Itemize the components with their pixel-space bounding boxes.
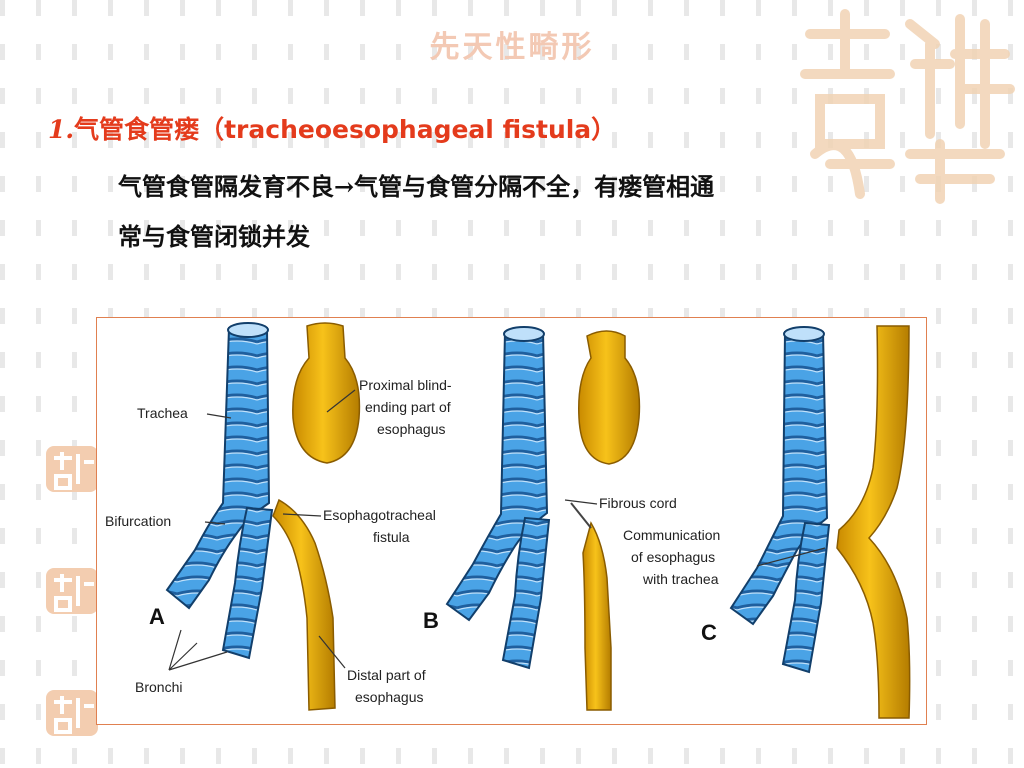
label-fibrous-cord: Fibrous cord	[599, 495, 677, 511]
label-fistula-1: Esophagotracheal	[323, 507, 436, 523]
body-line-2: 常与食管闭锁并发	[118, 222, 310, 251]
distal-esophagus	[272, 498, 336, 711]
panel-a-illustration	[165, 322, 361, 711]
label-proximal-2: ending part of	[365, 399, 451, 415]
heading-number: 1.	[48, 115, 75, 144]
panel-c-illustration	[729, 325, 911, 719]
fibrous-cord	[570, 502, 592, 529]
section-heading: 1.气管食管瘘（tracheoesophageal fistula）	[48, 110, 616, 146]
label-trachea: Trachea	[137, 405, 188, 421]
panel-label-b: B	[423, 608, 439, 633]
label-proximal-1: Proximal blind-	[359, 377, 452, 393]
panel-b-illustration	[445, 326, 641, 711]
proximal-esophagus-pouch	[292, 322, 361, 464]
slide-title: 先天性畸形	[429, 30, 595, 65]
decorative-seal-small	[46, 568, 98, 614]
label-bronchi: Bronchi	[135, 679, 182, 695]
anatomy-illustration: Trachea Bifurcation Bronchi Proximal bli…	[105, 322, 911, 719]
arrow-icon: →	[334, 172, 355, 201]
panel-label-a: A	[149, 604, 165, 629]
bronchus	[501, 516, 551, 670]
decorative-seal-small	[46, 446, 98, 492]
label-communication-2: of esophagus	[631, 549, 715, 565]
bronchus	[781, 521, 831, 674]
label-communication-1: Communication	[623, 527, 720, 543]
body-line-1: 气管食管隔发育不良→气管与食管分隔不全，有瘘管相通	[118, 172, 715, 201]
heading-text: 气管食管瘘（tracheoesophageal fistula）	[74, 115, 617, 144]
label-communication-3: with trachea	[642, 571, 719, 587]
leader-lines	[168, 389, 826, 671]
proximal-esophagus-pouch	[578, 330, 641, 465]
label-distal-1: Distal part of	[347, 667, 426, 683]
anatomy-figure: Trachea Bifurcation Bronchi Proximal bli…	[96, 317, 927, 725]
decorative-seal-small	[46, 690, 98, 736]
body-paragraph: 气管食管隔发育不良→气管与食管分隔不全，有瘘管相通 常与食管闭锁并发	[118, 162, 988, 262]
distal-esophagus	[582, 521, 612, 711]
label-distal-2: esophagus	[355, 689, 424, 705]
label-proximal-3: esophagus	[377, 421, 446, 437]
esophagus-continuous	[836, 325, 911, 719]
decorative-seal-large	[800, 9, 1015, 204]
panel-label-c: C	[701, 620, 717, 645]
bronchus	[221, 506, 274, 660]
label-fistula-2: fistula	[373, 529, 410, 545]
label-bifurcation: Bifurcation	[105, 513, 171, 529]
